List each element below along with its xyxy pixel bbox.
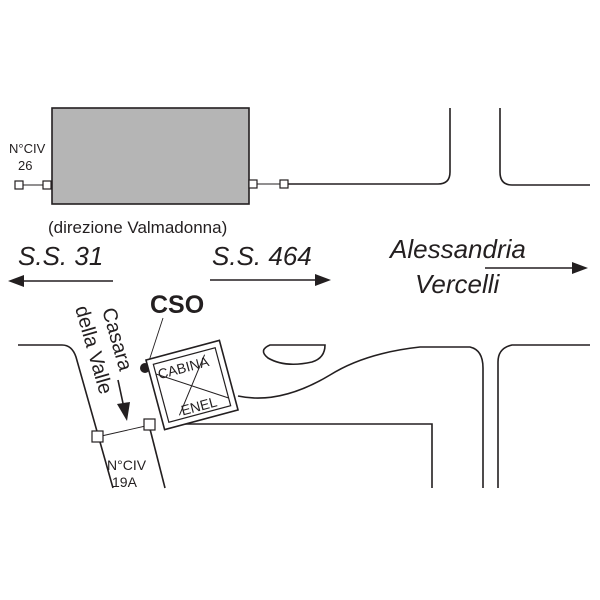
building-civ-26 xyxy=(51,107,250,205)
road-edge-inner xyxy=(164,423,433,488)
road-edge-curve xyxy=(237,346,484,488)
manhole-marker xyxy=(279,179,289,189)
civ-number-bottom: 19A xyxy=(112,474,138,490)
road-edge-casara-right xyxy=(149,428,166,489)
manhole-marker xyxy=(143,418,156,431)
civ-label-top: N°CIV xyxy=(9,141,46,156)
destination-alessandria: Alessandria xyxy=(388,234,526,264)
road-label-ss464: S.S. 464 xyxy=(212,241,312,271)
road-label-ss31: S.S. 31 xyxy=(18,241,103,271)
road-edge-upper-left xyxy=(288,108,451,185)
connection-line xyxy=(96,424,151,438)
road-edge-casara-left xyxy=(18,344,114,489)
destination-vercelli: Vercelli xyxy=(415,269,501,299)
cso-leader-line xyxy=(147,317,164,365)
manhole-marker xyxy=(248,179,258,189)
road-edge-upper-right xyxy=(499,108,590,186)
arrow-down-icon xyxy=(117,379,130,421)
cabina-enel: CABINA ENEL xyxy=(144,339,240,431)
manhole-marker xyxy=(91,430,104,443)
arrow-right-icon xyxy=(210,274,331,286)
arrow-left-icon xyxy=(8,275,113,287)
traffic-island xyxy=(262,344,326,366)
direction-label: (direzione Valmadonna) xyxy=(48,218,227,237)
civ-number-top: 26 xyxy=(18,158,32,173)
manhole-marker xyxy=(42,180,52,190)
arrow-right-icon xyxy=(485,262,588,274)
civ-label-bottom: N°CIV xyxy=(107,457,147,473)
road-edge-right xyxy=(497,344,590,488)
manhole-marker xyxy=(14,180,24,190)
cso-label: CSO xyxy=(150,291,204,319)
